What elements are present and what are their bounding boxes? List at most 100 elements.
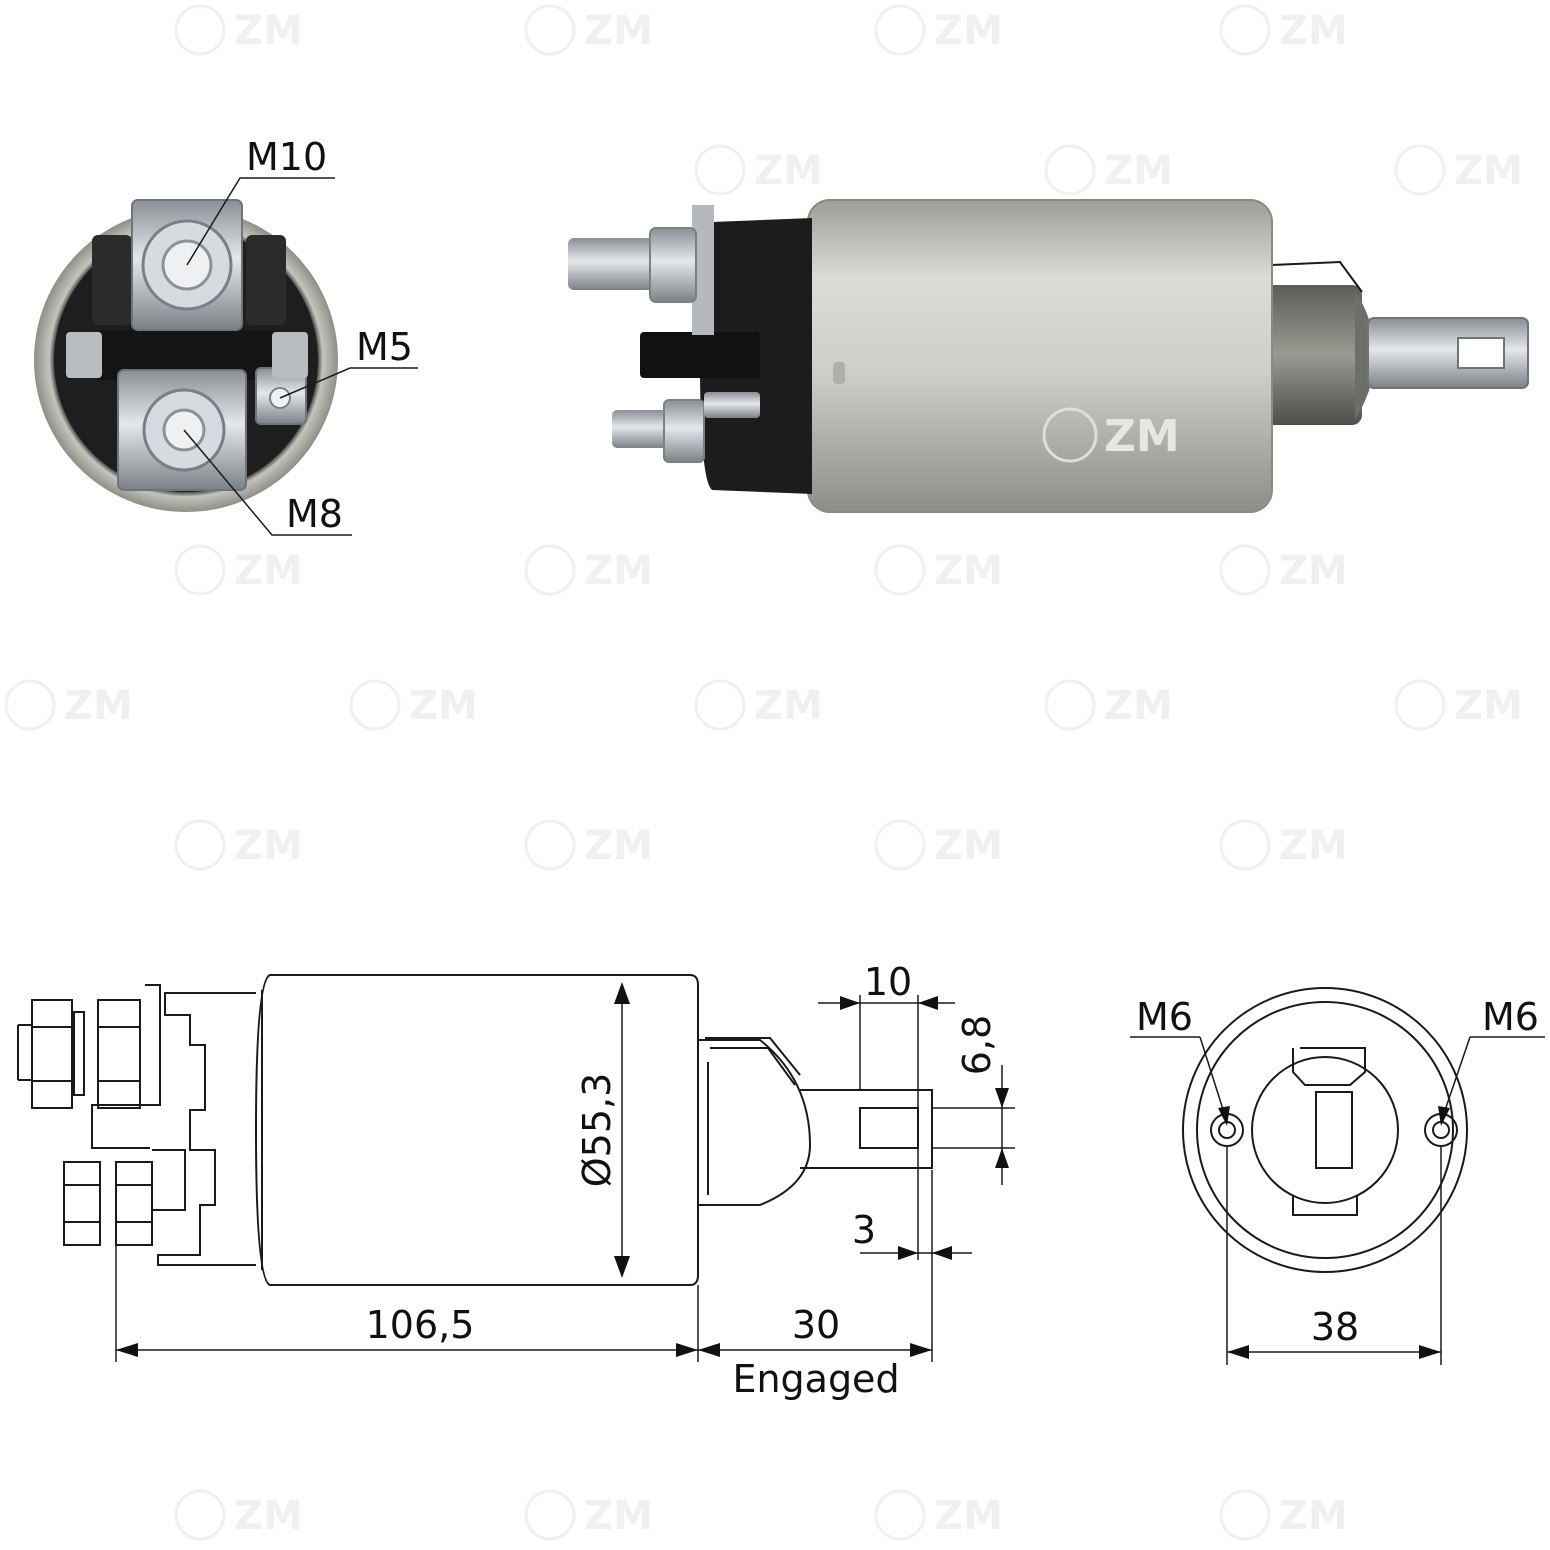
svg-text:ZM: ZM (934, 1493, 1003, 1539)
drawing-upper-nut (31, 999, 73, 1109)
cap-rib (92, 235, 132, 325)
drawing-lower-nut (63, 1161, 101, 1246)
watermark-logo: ZM (1219, 1489, 1348, 1541)
svg-text:ZM: ZM (934, 548, 1003, 594)
drawing-upper-washer (73, 1011, 85, 1096)
watermark-logo: ZM (4, 679, 133, 731)
watermark-logo: ZM (874, 1489, 1003, 1541)
leader-m5 (279, 367, 418, 399)
watermark-logo: ZM (874, 544, 1003, 596)
svg-text:ZM: ZM (1454, 683, 1523, 729)
dim-offset-arrow-right (932, 1246, 952, 1260)
dim-stroke-note: Engaged (732, 1357, 899, 1401)
watermark-logo: ZM (1219, 544, 1348, 596)
watermark-logo: ZM (1394, 679, 1523, 731)
svg-text:ZM: ZM (1104, 411, 1180, 462)
end-lower-notch (1292, 1195, 1358, 1216)
housing-mark (833, 362, 845, 384)
svg-text:ZM: ZM (234, 823, 303, 869)
svg-text:ZM: ZM (234, 8, 303, 54)
svg-text:ZM: ZM (934, 823, 1003, 869)
drawing-spring (705, 1037, 801, 1086)
cap-terminal-block (640, 332, 760, 378)
plunger-link-tab (1367, 317, 1529, 389)
watermark-logo: ZM (1044, 679, 1173, 731)
housing-brand-mark: ZM (1042, 407, 1180, 463)
end-inner-circle (1251, 1056, 1399, 1204)
drawing-side-view: Ø55,3 106,5 30 Engaged 10 6,8 3 (17, 960, 1015, 1401)
spade-tab (272, 332, 308, 378)
drawing-cap-outline (157, 992, 256, 1266)
dim-diameter-arrow-bottom (614, 1256, 630, 1278)
cap-bridge (96, 330, 276, 380)
watermark-logo: ZM (174, 544, 303, 596)
solenoid-housing (807, 199, 1273, 513)
leader-m8 (183, 429, 352, 536)
svg-text:ZM: ZM (1279, 8, 1348, 54)
lower-stud-nut (663, 399, 705, 463)
svg-text:ZM: ZM (234, 548, 303, 594)
end-outer-circle (1182, 987, 1468, 1273)
drawing-body-outline (254, 974, 699, 1286)
dim-hole-label: 6,8 (955, 1015, 999, 1075)
dim-hole-arrow-top (995, 1088, 1009, 1108)
label-m8: M8 (286, 492, 343, 536)
photo-side-view: ZM (568, 199, 1529, 513)
leader-m6-left-arrow (1218, 1106, 1230, 1126)
dim-stroke-label: 30 (792, 1303, 840, 1347)
end-spring-clip (1292, 1047, 1366, 1086)
watermark-logo: ZM (174, 4, 303, 56)
watermark-logo: ZM (524, 544, 653, 596)
watermark-logo: ZM (524, 1489, 653, 1541)
svg-text:ZM: ZM (754, 683, 823, 729)
label-m6-left: M6 (1136, 995, 1193, 1039)
svg-text:ZM: ZM (754, 148, 823, 194)
return-spring-clip (1271, 260, 1363, 293)
svg-text:ZM: ZM (1104, 148, 1173, 194)
watermark-logo: ZM (174, 1489, 303, 1541)
drawing-upper-stud (17, 1024, 32, 1081)
end-flange-circle (1196, 1001, 1454, 1259)
spade-tab (66, 332, 102, 378)
svg-text:ZM: ZM (584, 823, 653, 869)
watermark-logo: ZM (174, 819, 303, 871)
watermark-logo: ZM (874, 4, 1003, 56)
label-m10: M10 (246, 135, 327, 179)
dim-length-arrow-left (116, 1343, 138, 1357)
watermark-logo: ZM (1219, 4, 1348, 56)
watermark-logo: ZM (1044, 144, 1173, 196)
watermark-logo: ZM (694, 679, 823, 731)
drawing-small-terminal (152, 1149, 186, 1211)
svg-text:ZM: ZM (934, 8, 1003, 54)
dim-spacing-label: 38 (1311, 1305, 1359, 1349)
watermark-logo: ZM (1394, 144, 1523, 196)
dim-offset-arrow-left (898, 1246, 918, 1260)
drawing-end-view: M6 M6 38 (1130, 987, 1545, 1365)
svg-text:ZM: ZM (64, 683, 133, 729)
small-terminal (704, 392, 760, 418)
plunger-sleeve (1262, 285, 1362, 425)
dim-tab-arrow-left (840, 996, 860, 1010)
label-m5: M5 (356, 325, 413, 369)
photo-end-view: M10 M5 M8 (34, 135, 418, 536)
dim-diameter-arrow-top (614, 982, 630, 1004)
svg-text:ZM: ZM (584, 548, 653, 594)
dim-stroke-arrow-left (698, 1343, 720, 1357)
label-m6-right: M6 (1482, 995, 1539, 1039)
dim-tab-arrow-right (918, 996, 938, 1010)
dim-diameter-label: Ø55,3 (575, 1073, 619, 1188)
watermark-logo: ZM (1219, 819, 1348, 871)
drawing-lower-nut-2 (115, 1161, 153, 1246)
dim-stroke-arrow-right (910, 1343, 932, 1357)
watermark-logo: ZM (874, 819, 1003, 871)
plunger-link-hole (1457, 337, 1505, 369)
main-stud-thread (568, 238, 658, 290)
lower-stud-thread (612, 410, 672, 448)
drawing-plunger (698, 1039, 812, 1206)
drawing-link-tab (800, 1089, 933, 1169)
cap-rib (246, 235, 286, 325)
dim-length-label: 106,5 (366, 1303, 475, 1347)
dim-offset-label: 3 (852, 1208, 876, 1252)
dim-spacing-arrow-right (1419, 1345, 1441, 1359)
